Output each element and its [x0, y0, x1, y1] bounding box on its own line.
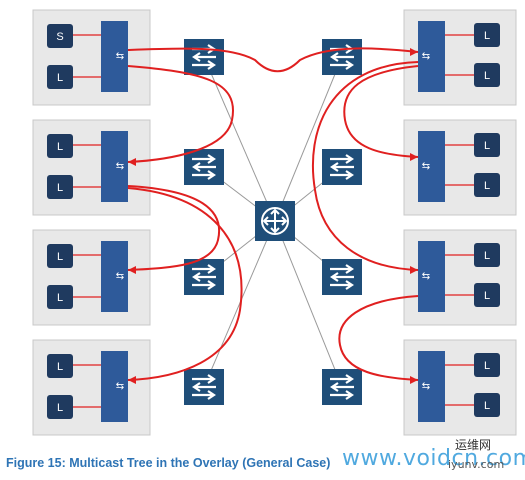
switch-arrows-icon — [320, 37, 364, 77]
vm-label: L — [57, 402, 63, 414]
vm-label: L — [57, 292, 63, 304]
vm-label: L — [484, 290, 490, 302]
left-host-1: ⇆ S L — [32, 9, 151, 106]
vm-label: L — [57, 72, 63, 84]
core-router-icon — [254, 200, 296, 242]
left-host-2: ⇆ L L — [32, 119, 151, 216]
vm-label: L — [484, 180, 490, 192]
watermark-brand: 运维网 — [455, 438, 492, 452]
watermark-site: www.voidcn.com — [342, 446, 525, 471]
vm-label: L — [57, 182, 63, 194]
vswitch-arrows-icon: ⇆ — [422, 381, 430, 392]
left-host-4: ⇆ L L — [32, 339, 151, 436]
watermark-brand-sub: iyunv.com — [448, 458, 505, 471]
vm-label: L — [57, 141, 63, 153]
vm-label: L — [57, 361, 63, 373]
tree-arrowheads — [128, 48, 418, 384]
vswitch-arrows-icon: ⇆ — [422, 51, 430, 62]
left-host-3: ⇆ L L — [32, 229, 151, 326]
vm-label: L — [484, 30, 490, 42]
right-hosts: ⇆ L L ⇆ L L ⇆ L L — [403, 9, 517, 436]
switch-arrows-icon — [320, 367, 364, 407]
vm-label: L — [484, 400, 490, 412]
right-host-3: ⇆ L L — [403, 229, 517, 326]
figure-caption: Figure 15: Multicast Tree in the Overlay… — [6, 456, 331, 470]
vswitch-arrows-icon: ⇆ — [116, 51, 124, 62]
switch-arrows-icon — [182, 37, 226, 77]
vm-label: L — [484, 360, 490, 372]
vswitch-arrows-icon: ⇆ — [422, 161, 430, 172]
switch-arrows-icon — [320, 147, 364, 187]
left-hosts: ⇆ S L ⇆ L L ⇆ L L — [32, 9, 151, 436]
right-host-1: ⇆ L L — [403, 9, 517, 106]
vm-label: L — [484, 70, 490, 82]
switch-arrows-icon — [182, 257, 226, 297]
vswitch-arrows-icon: ⇆ — [116, 381, 124, 392]
vm-label: L — [484, 140, 490, 152]
switch-arrows-icon — [182, 147, 226, 187]
vswitch-arrows-icon: ⇆ — [422, 271, 430, 282]
switch-arrows-icon — [182, 367, 226, 407]
vm-label: L — [484, 250, 490, 262]
vm-label: L — [57, 251, 63, 263]
switch-arrows-icon — [320, 257, 364, 297]
multicast-tree — [127, 47, 419, 381]
vm-label: S — [56, 31, 63, 43]
vswitch-arrows-icon: ⇆ — [116, 161, 124, 172]
right-host-2: ⇆ L L — [403, 119, 517, 216]
right-host-4: ⇆ L L — [403, 339, 517, 436]
vswitch-arrows-icon: ⇆ — [116, 271, 124, 282]
